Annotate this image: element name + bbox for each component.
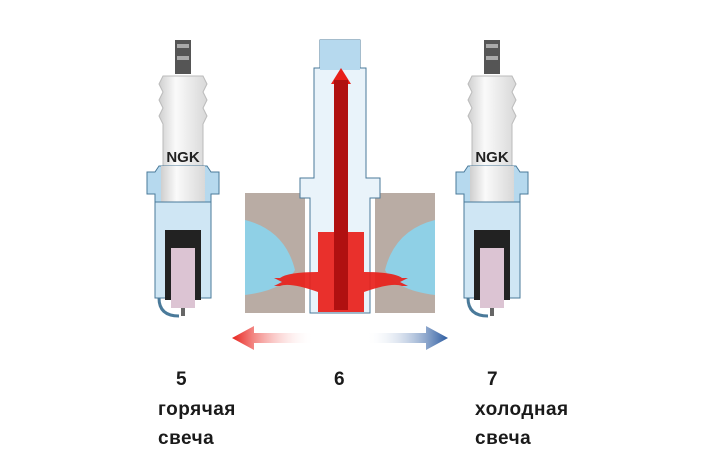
- hot-plug-label-line1: горячая: [158, 399, 236, 420]
- cross-section: [245, 39, 435, 314]
- hot-plug-brand: NGK: [166, 149, 200, 166]
- cold-plug-label-line1: холодная: [475, 399, 569, 420]
- cold-spark-plug: [454, 38, 530, 318]
- cold-plug-number: 7: [487, 369, 499, 390]
- hotter-arrow: [232, 326, 314, 350]
- cold-plug-brand: NGK: [475, 149, 509, 166]
- hot-plug-number: 5: [176, 369, 188, 390]
- hot-plug-label-line2: свеча: [158, 428, 215, 449]
- hot-spark-plug: [145, 38, 221, 318]
- cross-section-number: 6: [334, 369, 346, 390]
- cold-plug-label-line2: свеча: [475, 428, 532, 449]
- coolant-left: [245, 220, 295, 295]
- colder-arrow: [366, 326, 448, 350]
